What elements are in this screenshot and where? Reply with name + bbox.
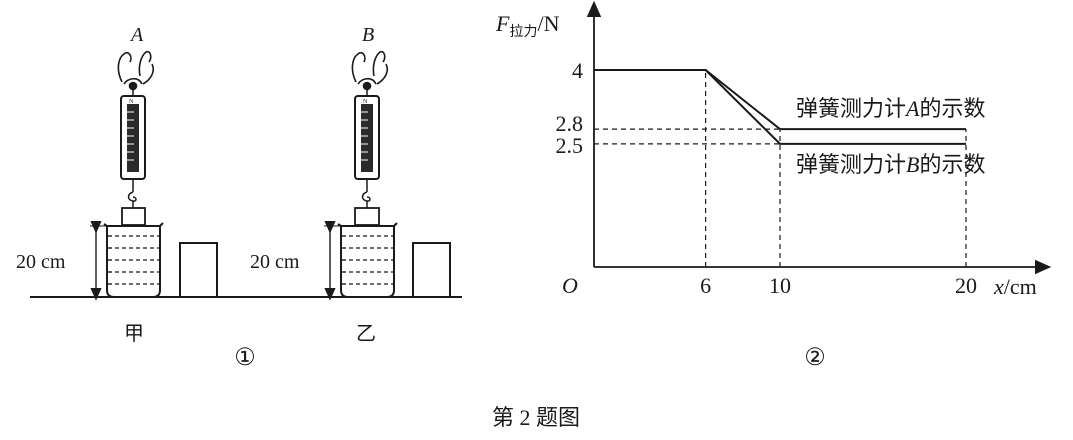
block-b [354,207,380,226]
beaker-yi [337,222,398,298]
force-displacement-chart: F拉力/N x/cm O 6 10 20 4 2.82.5 弹簧测力计A的示数 弹簧测力… [495,0,1052,371]
figure-number-1: ① [234,345,256,371]
setup-yi-label: 乙 [356,323,376,345]
height-label-yi: 20 cm [250,251,300,273]
x-tick-label: 20 [955,273,977,298]
figure-number-2: ② [804,345,826,371]
figure-caption: 第 2 题图 [492,405,580,430]
scale-b-label: B [362,24,374,46]
spring-n-mark-b: N [363,99,368,105]
y-tick-label: 4 [572,58,583,83]
setup-jia: A N [16,24,218,345]
series-b-label: 弹簧测力计B的示数 [796,152,985,177]
setup-jia-label: 甲 [124,323,144,345]
series-a-label: 弹簧测力计A的示数 [796,96,985,121]
y-axis-title: F拉力/N [495,11,560,40]
beaker-jia [103,222,164,298]
x-axis-title: x/cm [993,274,1037,299]
empty-container-yi [412,242,451,298]
series-line-b [594,69,966,145]
spring-balance-a: N [120,89,146,208]
x-tick-label: 10 [769,273,791,298]
height-label-jia: 20 cm [16,251,66,273]
spring-balance-b: N [354,89,380,208]
hand-icon [117,50,155,91]
y-tick-label: 2.5 [556,133,584,158]
origin-label: O [562,273,578,298]
block-a [121,207,146,226]
y-tick-label: 2.8 [556,111,584,136]
setup-yi: B N [250,24,451,345]
scale-a-label: A [129,24,144,46]
hand-icon [351,50,389,91]
left-figure: A N [16,24,462,371]
empty-container-jia [179,242,218,298]
spring-n-mark-a: N [129,99,134,105]
x-tick-label: 6 [700,273,711,298]
